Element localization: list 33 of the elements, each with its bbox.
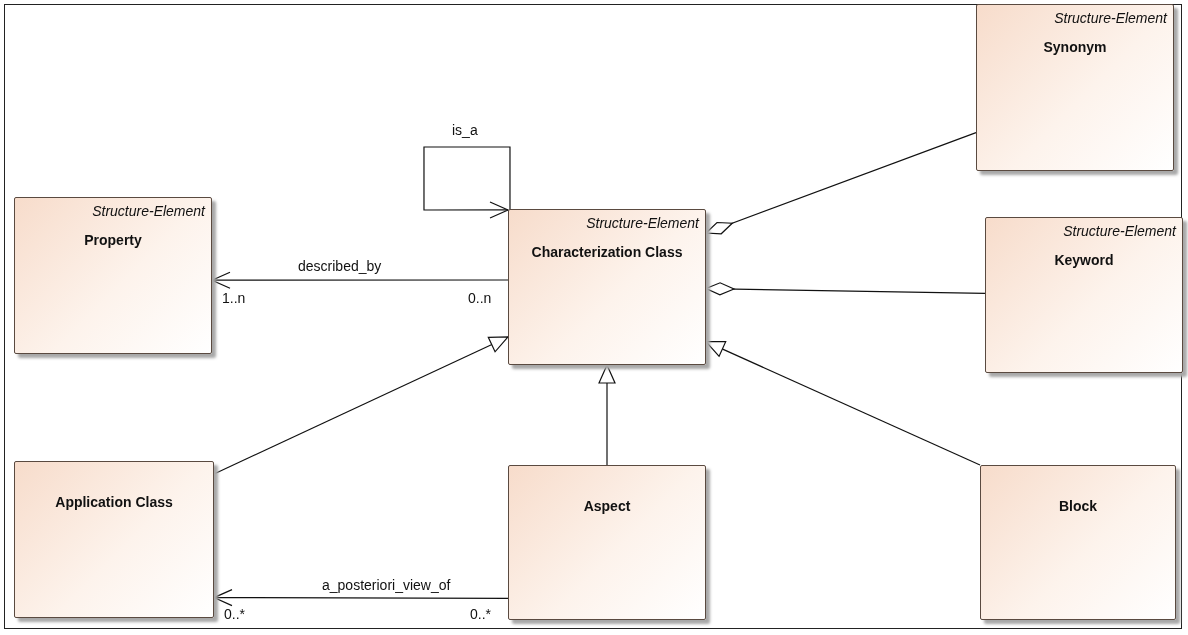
multiplicity: 0..n xyxy=(468,290,492,306)
class-box xyxy=(14,197,212,354)
connector xyxy=(213,336,509,475)
stereotype: Structure-Element xyxy=(1053,10,1167,27)
connector xyxy=(705,132,977,235)
stereotype: Structure-Element xyxy=(1062,223,1176,240)
edge-label: is_a xyxy=(450,122,480,138)
class-name: Application Class xyxy=(54,493,174,512)
class-box xyxy=(508,465,706,620)
stereotype: Structure-Element xyxy=(91,203,205,220)
multiplicity: 1..n xyxy=(222,290,246,306)
class-box xyxy=(976,4,1174,171)
connector xyxy=(705,282,986,296)
class-box xyxy=(985,217,1183,373)
class-name: Synonym xyxy=(1042,38,1108,57)
multiplicity: 0..* xyxy=(224,606,245,622)
edge-label: described_by xyxy=(296,258,384,274)
class-box xyxy=(14,461,214,618)
connector xyxy=(423,146,511,219)
class-name: Aspect xyxy=(582,497,632,516)
class-box xyxy=(980,465,1176,620)
class-box xyxy=(508,209,706,365)
connector xyxy=(213,589,509,607)
edge-label: a_posteriori_view_of xyxy=(320,577,453,593)
class-name: Characterization Class xyxy=(530,243,684,262)
stereotype: Structure-Element xyxy=(585,215,699,232)
connector xyxy=(598,364,616,466)
multiplicity: 0..* xyxy=(470,606,491,622)
class-name: Block xyxy=(1057,497,1099,516)
class-name: Property xyxy=(83,231,143,250)
connector xyxy=(211,271,509,289)
connector xyxy=(705,341,981,466)
class-name: Keyword xyxy=(1053,251,1115,270)
